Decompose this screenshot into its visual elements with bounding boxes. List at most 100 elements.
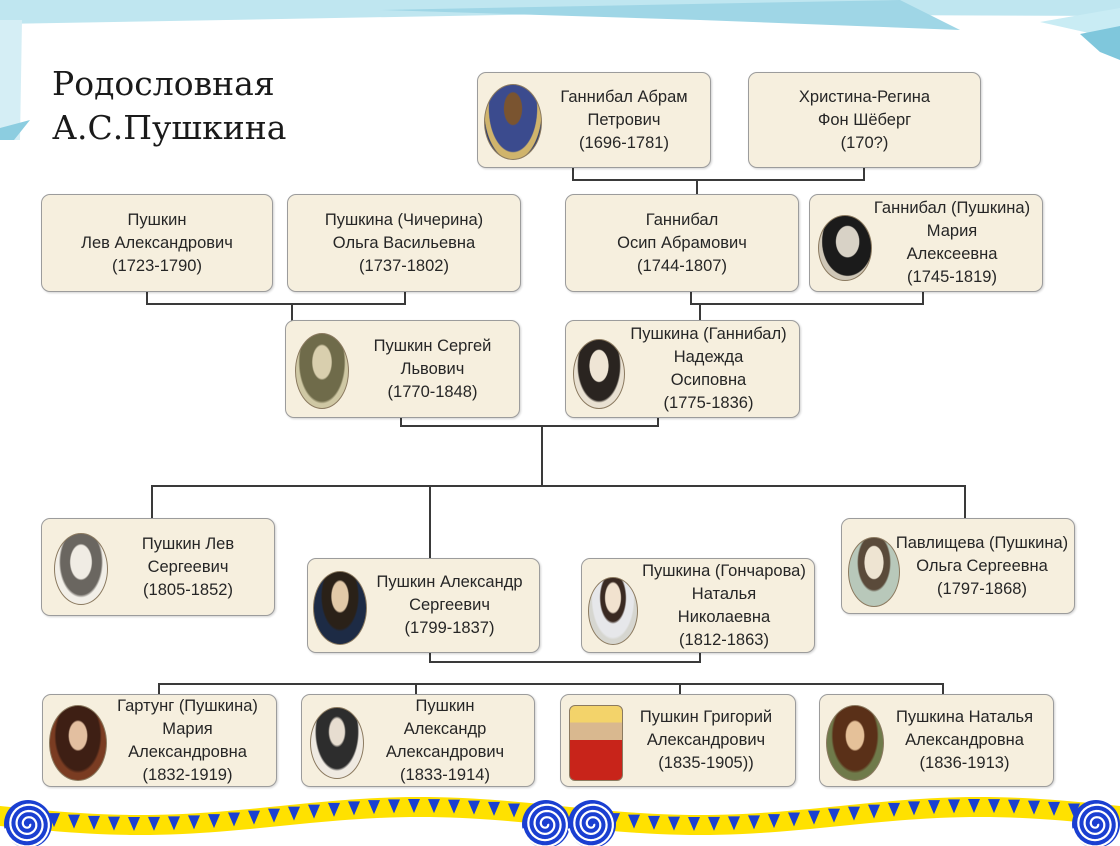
banner-triangle	[488, 801, 500, 816]
banner-triangle	[48, 813, 60, 828]
years-label: (1745-1819)	[907, 268, 997, 286]
banner-triangle	[648, 815, 660, 830]
name-line-1: Пушкина Наталья	[895, 708, 1034, 726]
portrait-image	[295, 333, 349, 409]
spiral-line	[1071, 803, 1118, 846]
banner-triangle	[88, 815, 100, 830]
spiral-line	[521, 803, 568, 846]
banner-triangle	[288, 806, 300, 821]
banner-triangle	[868, 804, 880, 819]
years-label: (1723-1790)	[112, 256, 202, 275]
banner-triangle	[808, 810, 820, 825]
banner-triangle	[668, 816, 680, 831]
name-line-1: Пушкина (Ганнибал)	[630, 325, 787, 343]
node-pushkin-alexander-alexandrovich: Пушкин Александр Александрович (1833-191…	[301, 694, 535, 787]
years-label: (1836-1913)	[919, 754, 1010, 772]
connector-osip-maria-couple	[690, 291, 924, 305]
node-pushkin-sergey: Пушкин Сергей Львович (1770-1848)	[285, 320, 520, 418]
name-line-3: Алексеевна	[906, 245, 998, 263]
name-line-2: Петрович	[587, 110, 661, 129]
portrait-image	[49, 705, 107, 781]
name-line-1: Ганнибал Абрам	[560, 87, 688, 106]
ornamental-banner	[0, 797, 1120, 846]
node-hannibal-maria: Ганнибал (Пушкина) Мария Алексеевна (174…	[809, 194, 1043, 292]
page-title-line2: А.С.Пушкина	[52, 108, 287, 147]
banner-triangle	[108, 816, 120, 831]
name-line-1: Павлищева (Пушкина)	[895, 533, 1069, 552]
name-line-2: Наталья	[691, 584, 757, 603]
connector-alexander-natalia-couple	[429, 652, 701, 663]
node-pushkin-grigory: Пушкин Григорий Александрович (1835-1905…	[560, 694, 796, 787]
banner-triangle	[688, 816, 700, 831]
banner-triangle	[248, 810, 260, 825]
name-line-2: Сергеевич	[147, 557, 229, 576]
name-line-1: Гартунг (Пушкина)	[117, 696, 258, 715]
name-line-1: Пушкин Александр	[376, 573, 523, 591]
name-line-2: Александровна	[905, 731, 1024, 749]
banner-triangle	[388, 799, 400, 814]
banner-triangle	[1008, 799, 1020, 814]
name-line-3: Александрович	[385, 742, 505, 761]
banner-triangle	[188, 815, 200, 830]
years-label: (1799-1837)	[404, 619, 495, 637]
name-line-3: Николаевна	[677, 607, 771, 626]
portrait-image	[573, 339, 625, 409]
banner-triangle	[208, 814, 220, 829]
name-line-2: Фон Шёберг	[817, 110, 912, 129]
banner-triangle	[148, 816, 160, 831]
banner-triangle	[788, 812, 800, 827]
connector-lev-olga-couple	[146, 291, 406, 305]
years-label: (1833-1914)	[400, 765, 490, 784]
banner-triangle	[348, 801, 360, 816]
node-christina-regina: Христина-Регина Фон Шёберг (170?)	[748, 72, 981, 168]
portrait-image	[484, 84, 542, 160]
name-line-2: Мария	[162, 719, 213, 738]
banner-triangle	[128, 816, 140, 831]
node-pushkin-lev-sergeevich: Пушкин Лев Сергеевич (1805-1852)	[41, 518, 275, 616]
banner-wave	[560, 797, 1120, 835]
banner-triangle	[268, 808, 280, 823]
node-pushkina-nadezhda: Пушкина (Ганнибал) Надежда Осиповна (177…	[565, 320, 800, 418]
connector-hannibal-couple	[572, 167, 865, 181]
name-line-1: Пушкин Лев	[141, 534, 235, 553]
name-line-2: Надежда	[673, 348, 744, 366]
years-label: (1797-1868)	[937, 579, 1027, 598]
node-gartung-maria: Гартунг (Пушкина) Мария Александровна (1…	[42, 694, 277, 787]
node-pushkin-lev-alexandrovich: Пушкин Лев Александрович (1723-1790)	[41, 194, 273, 292]
banner-triangle	[768, 814, 780, 829]
name-line-1: Пушкин	[415, 696, 475, 715]
spiral-line	[3, 803, 50, 846]
banner-triangle	[448, 799, 460, 814]
banner-wave	[0, 797, 560, 835]
years-label: (1770-1848)	[387, 382, 478, 401]
banner-triangle	[168, 816, 180, 831]
name-line-3: Александровна	[128, 742, 247, 761]
banner-triangle	[628, 814, 640, 829]
portrait-image	[818, 215, 872, 281]
banner-triangle	[748, 815, 760, 830]
years-label: (1835-1905))	[658, 754, 754, 772]
spiral-line	[567, 803, 614, 846]
banner-triangle	[68, 814, 80, 829]
years-label: (1737-1802)	[359, 256, 449, 275]
name-line-2: Львович	[400, 359, 465, 378]
name-line-2: Осип Абрамович	[617, 233, 747, 252]
banner-triangle	[508, 803, 520, 818]
name-line-1: Христина-Регина	[798, 87, 931, 106]
name-line-1: Пушкин Сергей	[373, 336, 492, 355]
node-pushkin-alexander-sergeevich: Пушкин Александр Сергеевич (1799-1837)	[307, 558, 540, 653]
portrait-image	[313, 571, 367, 645]
years-label: (1775-1836)	[663, 394, 754, 412]
portrait-image	[310, 707, 364, 779]
name-line-1: Ганнибал	[645, 210, 719, 229]
node-hannibal-abram: Ганнибал Абрам Петрович (1696-1781)	[477, 72, 711, 168]
years-label: (170?)	[840, 133, 889, 152]
node-hannibal-osip: Ганнибал Осип Абрамович (1744-1807)	[565, 194, 799, 292]
banner-triangle	[928, 800, 940, 815]
name-line-1: Пушкина (Чичерина)	[324, 210, 484, 229]
banner-triangle	[848, 806, 860, 821]
node-pushkina-natalia-alexandrovna: Пушкина Наталья Александровна (1836-1913…	[819, 694, 1054, 787]
name-line-2: Александрович	[646, 731, 766, 749]
connector-sergey-nadezhda-couple	[400, 417, 659, 427]
banner-triangle	[988, 799, 1000, 814]
